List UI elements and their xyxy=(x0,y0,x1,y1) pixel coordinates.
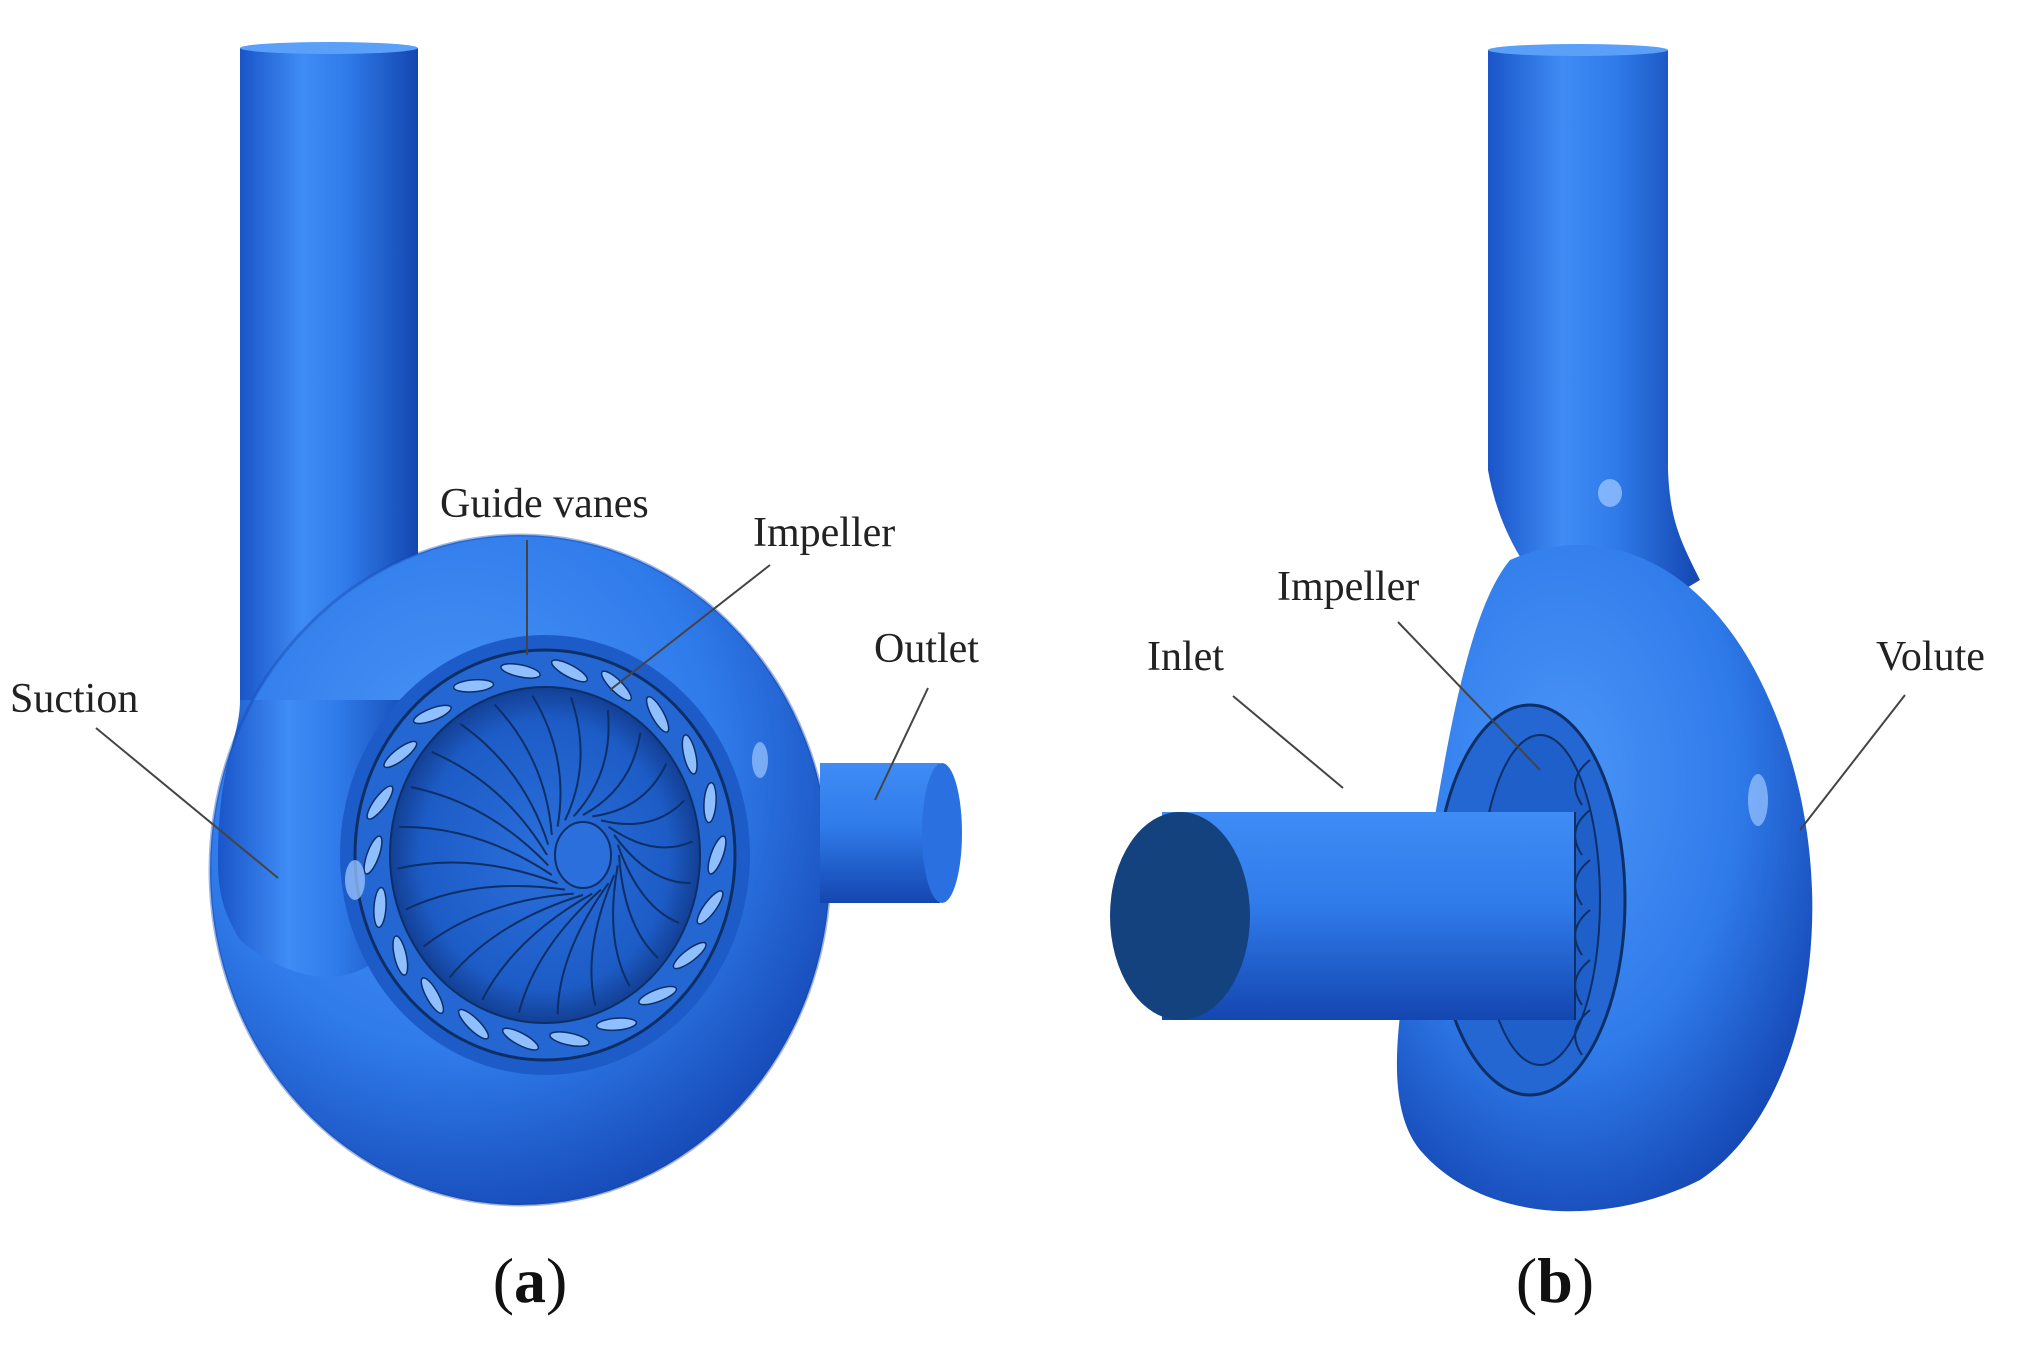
impeller-disc-a xyxy=(389,686,701,1024)
label-inlet: Inlet xyxy=(1147,634,1224,680)
label-suction: Suction xyxy=(10,676,138,722)
guide-vane xyxy=(681,734,698,775)
inlet-pipe xyxy=(1162,812,1575,1020)
guide-vane xyxy=(383,740,418,769)
caption-a: (a) xyxy=(493,1245,568,1316)
impeller-blade xyxy=(590,874,616,1006)
panel-b-leaders xyxy=(1232,621,1906,831)
impeller-blade xyxy=(410,786,549,867)
guide-vane xyxy=(707,835,727,875)
impeller-blade xyxy=(448,894,584,979)
guide-vane xyxy=(672,941,707,970)
impeller-blade xyxy=(422,892,574,948)
impeller-blade xyxy=(405,884,566,911)
impeller-blade xyxy=(616,844,680,924)
label-guide-vanes: Guide vanes xyxy=(440,481,649,527)
impeller-blade xyxy=(613,834,691,885)
outlet-pipe-end xyxy=(922,763,962,903)
guide-vane xyxy=(645,695,670,733)
guide-vane xyxy=(373,886,387,929)
guide-vane xyxy=(363,835,383,875)
impeller-blade xyxy=(618,854,659,959)
guide-vane xyxy=(457,1008,490,1040)
guide-vane xyxy=(595,1017,638,1032)
impeller-blade xyxy=(592,763,668,818)
impeller-blade xyxy=(481,892,593,1001)
impeller-hub-a xyxy=(554,821,612,889)
guide-vane xyxy=(550,659,589,683)
guide-vane xyxy=(420,977,445,1015)
impeller-blade xyxy=(518,888,602,1013)
guide-vane xyxy=(366,785,394,820)
impeller-blade xyxy=(572,710,610,818)
impeller-blade xyxy=(397,861,558,885)
impeller-blade xyxy=(607,825,693,849)
discharge-pipe xyxy=(1488,50,1700,640)
guide-vane xyxy=(549,1031,590,1048)
label-impeller-b: Impeller xyxy=(1277,564,1419,610)
impeller-blade xyxy=(531,695,562,827)
inlet-pipe-face xyxy=(1110,812,1250,1020)
guide-vane xyxy=(392,935,409,976)
caption-b: (b) xyxy=(1516,1245,1594,1316)
guide-vane xyxy=(703,781,717,824)
impeller-blade xyxy=(431,751,548,856)
label-volute: Volute xyxy=(1876,634,1985,680)
impeller-blade xyxy=(1574,1009,1591,1056)
panel-a-pump xyxy=(208,42,962,1207)
impeller-blade xyxy=(564,697,582,821)
guide-vanes xyxy=(363,659,727,1051)
guide-vane xyxy=(500,662,541,679)
impeller-blade xyxy=(459,722,550,845)
impeller-blade xyxy=(600,799,685,826)
impeller-blade xyxy=(612,865,631,987)
label-outlet: Outlet xyxy=(874,626,979,672)
guide-vane xyxy=(638,985,678,1006)
suction-pipe-top xyxy=(240,42,418,54)
panel-a-leaders xyxy=(95,540,929,879)
guide-vane xyxy=(412,704,452,725)
impeller-blade xyxy=(399,825,553,876)
guide-vane xyxy=(452,678,495,693)
guide-vane xyxy=(501,1027,540,1051)
impeller-blade xyxy=(582,732,642,816)
panel-b-pump xyxy=(1110,44,1813,1212)
outlet-pipe xyxy=(820,763,940,903)
impeller-blade xyxy=(556,882,610,1015)
impeller-blade xyxy=(1574,759,1591,806)
guide-vane xyxy=(696,890,724,925)
impeller-blade xyxy=(493,703,553,836)
impeller-blades-a xyxy=(397,695,693,1015)
label-impeller-a: Impeller xyxy=(753,510,895,556)
